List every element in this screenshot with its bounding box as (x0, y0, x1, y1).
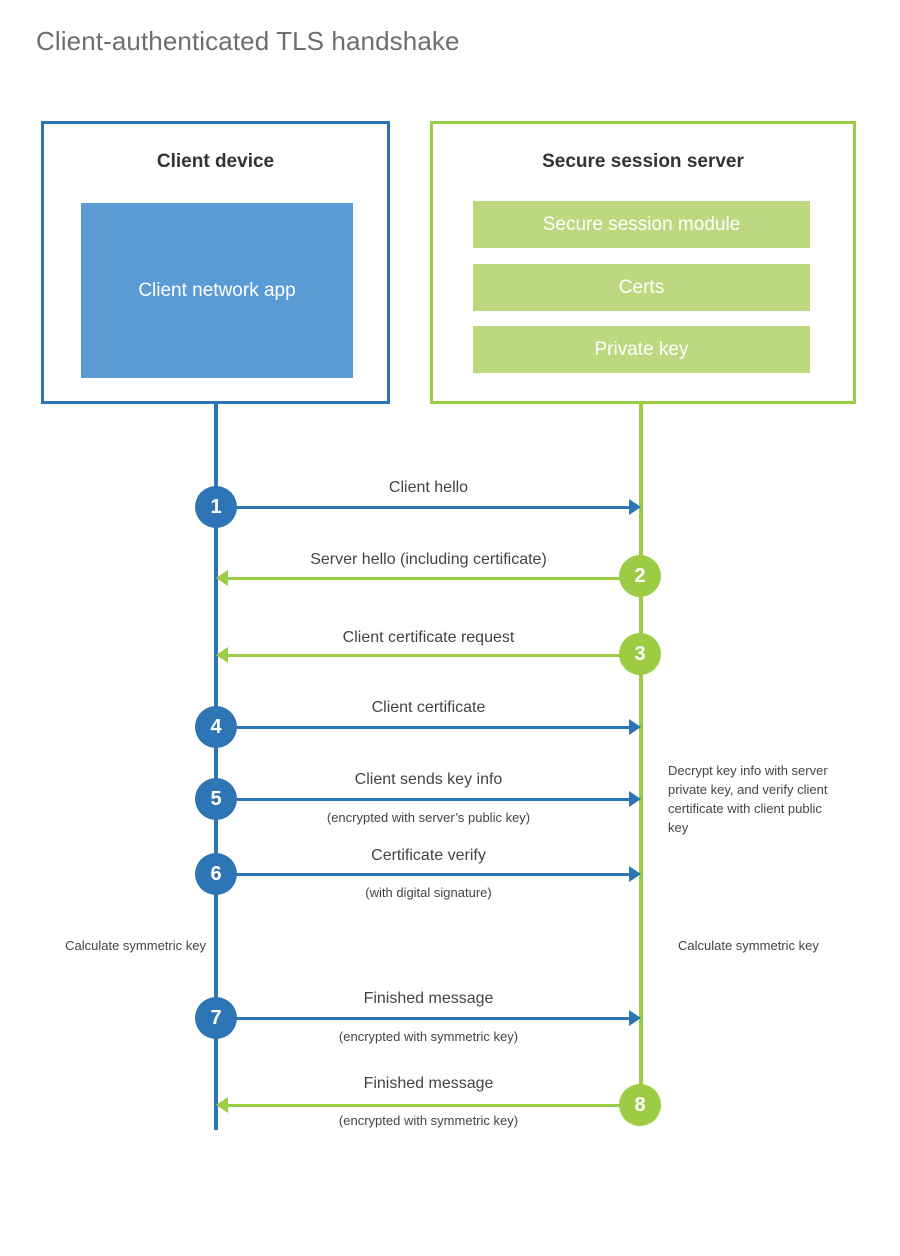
arrow-line-step-6 (216, 873, 629, 876)
note-server-decrypt-key-info: Decrypt key info with server private key… (668, 763, 828, 835)
message-label-step-7: Finished message (363, 990, 494, 1007)
arrow-line-step-4 (216, 726, 629, 729)
note-client-calculate-symmetric-key: Calculate symmetric key (65, 938, 206, 953)
arrow-head-step-1 (629, 499, 641, 515)
arrow-head-step-8 (216, 1097, 228, 1113)
server-module-private-key: Private key (473, 326, 810, 373)
arrow-head-step-2 (216, 570, 228, 586)
client-lifeline (214, 403, 218, 1130)
note-server-calculate-symmetric-key: Calculate symmetric key (678, 938, 819, 953)
actor-box-client-device: Client device Client network app (41, 121, 390, 404)
arrow-head-step-4 (629, 719, 641, 735)
arrow-line-step-2 (228, 577, 641, 580)
arrow-line-step-8 (228, 1104, 641, 1107)
server-lifeline (639, 403, 643, 1108)
message-sublabel-step-6: (with digital signature) (365, 885, 492, 900)
server-module-secure-session-module: Secure session module (473, 201, 810, 248)
step-circle-6[interactable]: 6 (195, 853, 237, 895)
step-circle-7[interactable]: 7 (195, 997, 237, 1039)
step-circle-5[interactable]: 5 (195, 778, 237, 820)
arrow-head-step-6 (629, 866, 641, 882)
message-label-step-4: Client certificate (371, 699, 486, 716)
secure-session-server-title: Secure session server (542, 151, 744, 172)
client-network-app-block: Client network app (81, 203, 353, 378)
arrow-line-step-3 (228, 654, 641, 657)
arrow-line-step-5 (216, 798, 629, 801)
message-label-step-6: Certificate verify (371, 847, 486, 864)
message-sublabel-step-8: (encrypted with symmetric key) (338, 1113, 519, 1128)
message-sublabel-step-7: (encrypted with symmetric key) (338, 1029, 519, 1044)
arrow-line-step-7 (216, 1017, 629, 1020)
message-label-step-1: Client hello (388, 479, 469, 496)
arrow-line-step-1 (216, 506, 629, 509)
message-label-step-3: Client certificate request (342, 629, 515, 646)
message-label-step-5: Client sends key info (354, 771, 503, 788)
message-label-step-8: Finished message (363, 1075, 494, 1092)
page-title: Client-authenticated TLS handshake (36, 26, 460, 56)
message-label-step-2: Server hello (including certificate) (310, 551, 547, 568)
message-sublabel-step-5: (encrypted with server’s public key) (326, 810, 531, 825)
step-circle-4[interactable]: 4 (195, 706, 237, 748)
arrow-head-step-5 (629, 791, 641, 807)
arrow-head-step-7 (629, 1010, 641, 1026)
step-circle-3[interactable]: 3 (619, 633, 661, 675)
step-circle-2[interactable]: 2 (619, 555, 661, 597)
step-circle-8[interactable]: 8 (619, 1084, 661, 1126)
step-circle-1[interactable]: 1 (195, 486, 237, 528)
actor-box-secure-session-server: Secure session server Secure session mod… (430, 121, 856, 404)
arrow-head-step-3 (216, 647, 228, 663)
server-module-certs: Certs (473, 264, 810, 311)
client-device-title: Client device (156, 151, 275, 172)
